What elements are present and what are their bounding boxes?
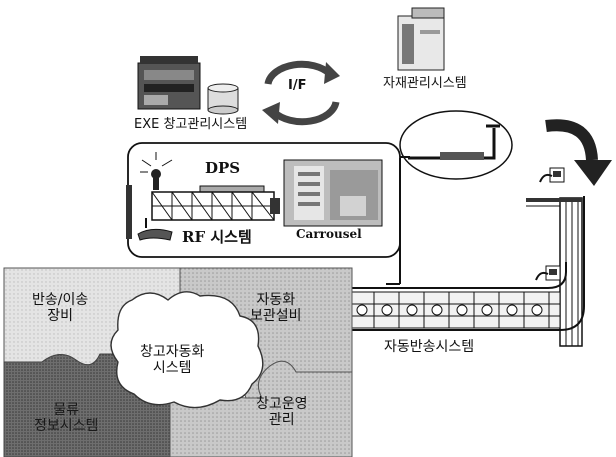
rf-system-label: RF 시스템 xyxy=(182,228,252,246)
exe-system-label: EXE 창고관리시스템 xyxy=(134,117,248,132)
interface-label: I/F xyxy=(288,78,307,93)
material-system-label: 자재관리시스템 xyxy=(383,76,467,91)
conveyor-roller xyxy=(356,304,368,316)
dps-shelf-grid xyxy=(151,185,280,221)
conveyor-roller xyxy=(481,304,493,316)
conveyor-roller xyxy=(406,304,418,316)
dps-lamp-icon xyxy=(140,152,173,190)
carrousel-label: Carrousel xyxy=(296,227,362,241)
scanner-icon-2 xyxy=(535,265,561,281)
auto-conveyor-label: 자동반송시스템 xyxy=(384,339,475,355)
material-server-icon xyxy=(397,7,445,71)
conveyor-roller xyxy=(431,304,443,316)
carrousel-image xyxy=(283,159,383,227)
database-cylinder-icon xyxy=(207,83,239,115)
conveyor-rollers xyxy=(356,292,550,328)
zoom-circle xyxy=(399,110,513,180)
dps-label: DPS xyxy=(205,159,241,177)
scanner-icon xyxy=(539,167,565,183)
conveyor-detail xyxy=(408,124,500,160)
puzzle-piece-operation xyxy=(169,360,353,457)
conveyor-roller xyxy=(531,304,543,316)
conveyor-roller xyxy=(381,304,393,316)
conveyor-roller xyxy=(506,304,518,316)
exe-server-icon xyxy=(137,56,201,110)
curved-arrow-icon xyxy=(545,119,612,186)
puzzle-piece-center xyxy=(110,291,264,409)
rf-scanner-icon xyxy=(137,218,173,241)
conveyor-roller xyxy=(456,304,468,316)
interface-exchange-icon xyxy=(262,60,340,126)
